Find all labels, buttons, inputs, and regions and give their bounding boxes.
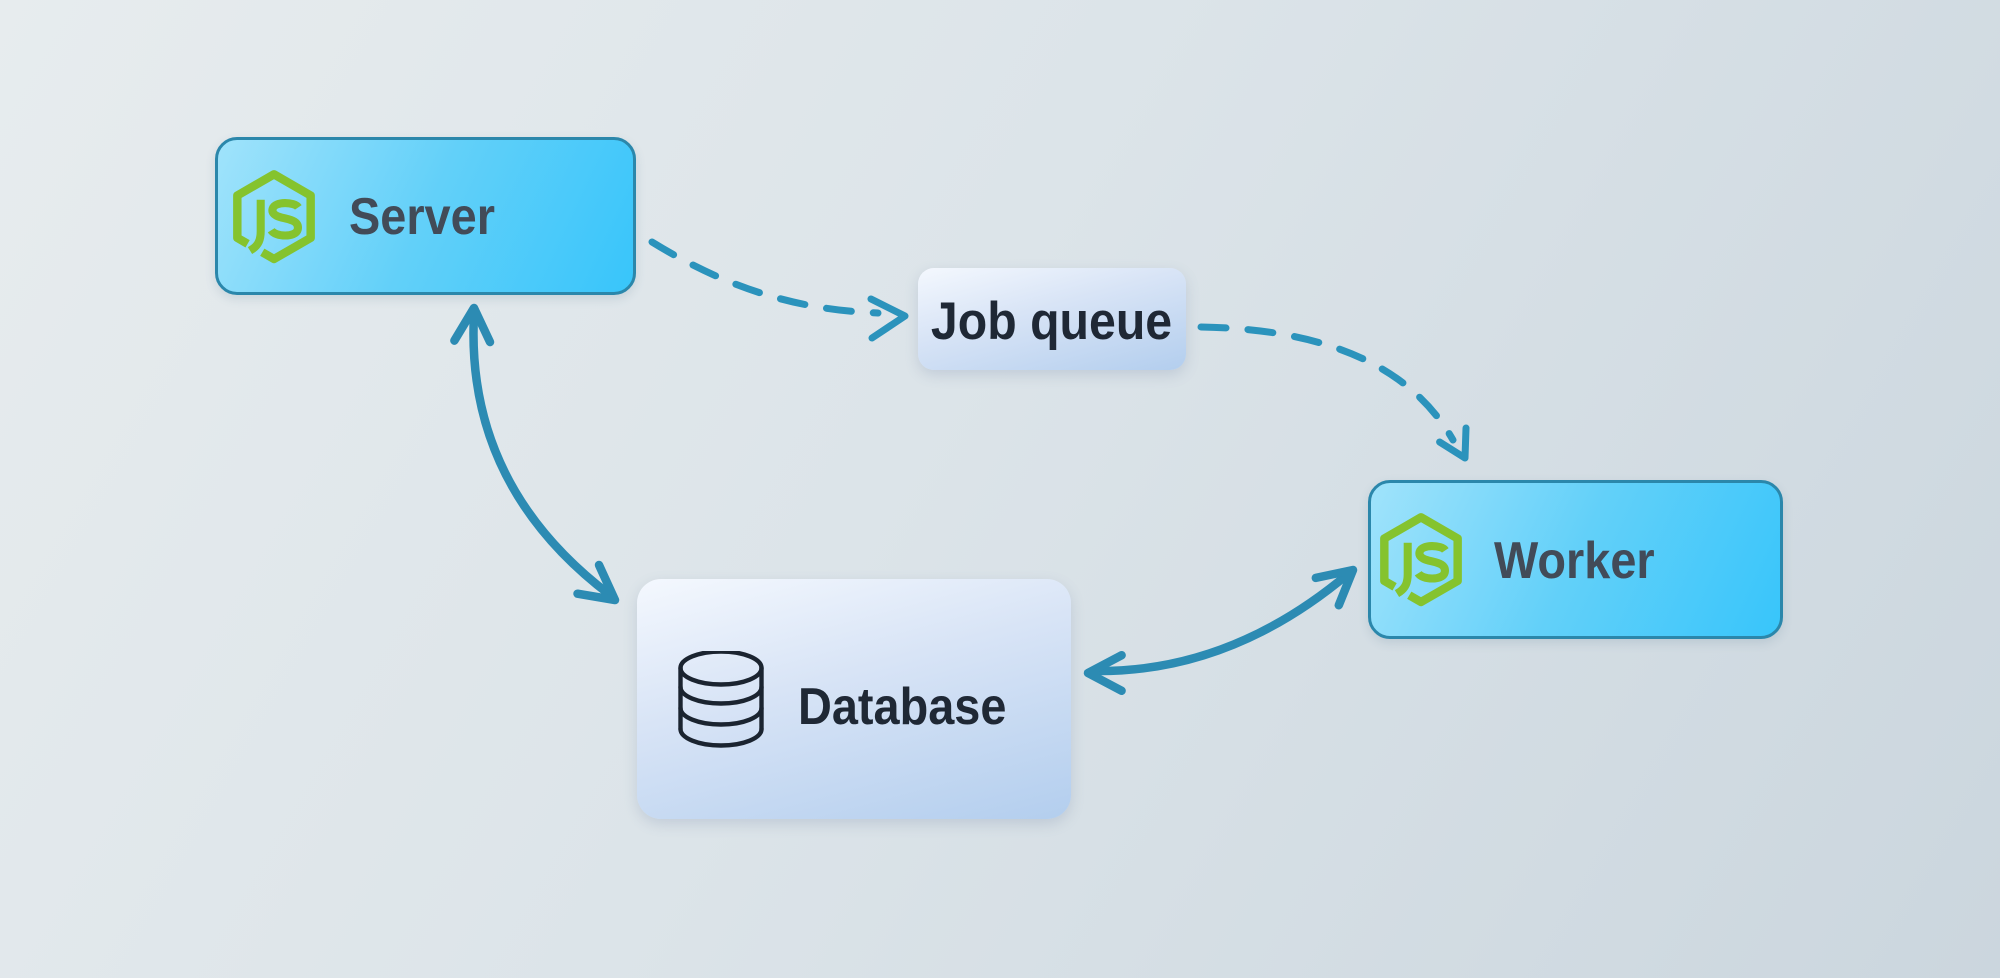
node-database-label: Database <box>798 677 1007 735</box>
edge-server-to-database-arrowhead-top <box>450 303 495 347</box>
edge-jobqueue-to-worker <box>1197 323 1470 462</box>
node-job-queue-label: Job queue <box>931 291 1173 351</box>
edge-server-to-jobqueue-arrowhead <box>867 295 909 342</box>
node-worker-label: Worker <box>1494 530 1655 589</box>
node-job-queue[interactable]: Job queue <box>918 268 1186 370</box>
edge-server-to-jobqueue <box>648 238 909 342</box>
edge-server-to-database <box>450 303 620 605</box>
node-server-label: Server <box>349 187 495 245</box>
edge-database-to-worker-arrowhead-left <box>1083 650 1126 696</box>
nodejs-icon <box>1375 510 1467 609</box>
nodejs-icon <box>228 167 320 266</box>
database-icon <box>676 651 766 751</box>
edge-server-to-database-arrowhead-bottom <box>573 560 620 605</box>
edge-database-to-worker-line <box>1089 569 1353 676</box>
edge-database-to-worker <box>1083 565 1358 696</box>
edge-server-to-database-line <box>469 309 615 600</box>
node-server[interactable]: Server <box>215 137 636 295</box>
edge-jobqueue-to-worker-arrowhead <box>1436 424 1470 462</box>
node-worker[interactable]: Worker <box>1368 480 1783 639</box>
node-database[interactable]: Database <box>637 579 1071 819</box>
edge-jobqueue-to-worker-line <box>1197 323 1457 444</box>
edge-database-to-worker-arrowhead-right <box>1311 565 1358 610</box>
edge-server-to-jobqueue-line <box>648 238 882 317</box>
